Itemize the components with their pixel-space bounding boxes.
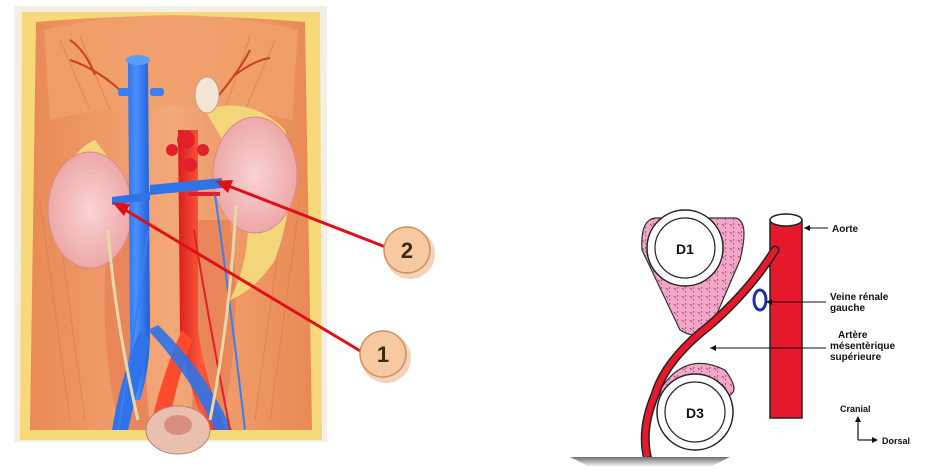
sma-label-line1: Artère	[838, 330, 868, 341]
dorsal-label: Dorsal	[882, 436, 910, 446]
left-common-iliac-vein	[148, 325, 232, 430]
superior-mesenteric-artery	[642, 247, 778, 463]
callout-1-number: 1	[377, 342, 389, 367]
nutcracker-schematic: D1 D3 Aorte Veine rénale gauche Artère m…	[560, 190, 943, 467]
aorta-leader-arrow	[804, 225, 810, 231]
sma-leader-arrow	[710, 345, 716, 351]
left-renal-vein-label-line2: gauche	[830, 303, 865, 314]
d1-label: D1	[676, 241, 694, 257]
abdominal-aorta	[178, 130, 225, 430]
left-renal-artery	[188, 192, 220, 196]
bottom-shadow	[570, 457, 730, 467]
orientation-indicator: Cranial Dorsal	[840, 404, 910, 446]
sma-label-line3: supérieure	[830, 352, 882, 363]
left-renal-vein-label-line1: Veine rénale	[830, 292, 889, 303]
ureters	[106, 204, 238, 421]
esophagus-stump	[194, 76, 220, 114]
cranial-label: Cranial	[840, 404, 871, 414]
left-kidney	[212, 116, 298, 234]
vein-leader-arrow	[766, 299, 772, 305]
anatomy-svg: 2 1	[14, 6, 435, 455]
right-renal-vein	[112, 192, 150, 205]
callout-1-pointer	[121, 206, 363, 354]
aorta-label: Aorte	[832, 224, 859, 235]
left-renal-vein-section	[752, 288, 768, 312]
sma-label-line2: mésentèrique	[830, 341, 895, 352]
schematic-svg: D1 D3 Aorte Veine rénale gauche Artère m…	[570, 209, 910, 467]
schematic-aorta	[769, 213, 803, 419]
d3-label: D3	[686, 405, 704, 421]
inferior-vena-cava	[122, 60, 150, 400]
callout-2-arrowhead	[215, 180, 233, 193]
duodenum-d1: D1	[641, 209, 745, 336]
left-renal-vein	[150, 178, 222, 195]
duodenum-d3: D3	[656, 362, 735, 451]
celiac-trunk	[166, 131, 209, 172]
rectum	[164, 415, 192, 435]
callout-2-number: 2	[401, 238, 413, 263]
hepatic-veins	[118, 88, 164, 96]
callout-2: 2	[383, 226, 435, 279]
callout-2-pointer	[225, 183, 389, 250]
diaphragm	[44, 15, 298, 120]
ivc-top	[126, 55, 150, 65]
abdominal-anatomy-illustration: 2 1	[0, 0, 440, 467]
callout-1: 1	[359, 330, 411, 383]
gonadal-vessels	[117, 194, 246, 431]
callout-1-arrowhead	[112, 202, 130, 216]
